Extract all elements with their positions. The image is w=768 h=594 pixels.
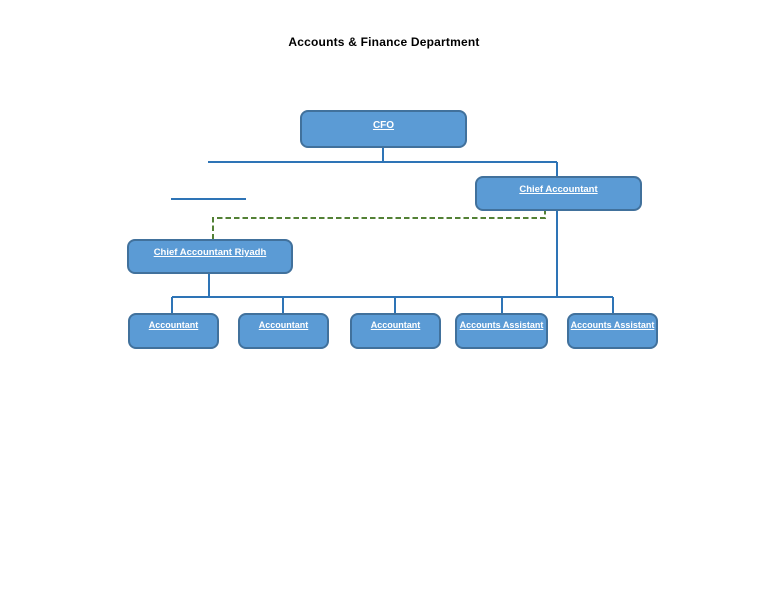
dashed-connector-group [212,209,546,240]
org-node-chief-accountant-label[interactable]: Chief Accountant [519,184,598,195]
org-node-accountant-1[interactable]: Accountant [128,313,219,349]
dashed-connector [212,209,546,240]
org-node-chief-accountant[interactable]: Chief Accountant [475,176,642,211]
org-node-accounts-assistant-2[interactable]: Accounts Assistant [567,313,658,349]
org-node-accountant-2[interactable]: Accountant [238,313,329,349]
org-node-accountant-2-label[interactable]: Accountant [258,320,309,330]
org-node-accountant-1-label[interactable]: Accountant [148,320,199,330]
org-node-accounts-assistant-1[interactable]: Accounts Assistant [455,313,548,349]
org-node-cfo-label[interactable]: CFO [372,120,395,131]
solid-connectors [171,146,614,314]
org-node-accounts-assistant-1-label[interactable]: Accounts Assistant [459,320,544,330]
org-node-chief-accountant-riyadh-label[interactable]: Chief Accountant Riyadh [153,247,267,258]
org-node-accountant-3[interactable]: Accountant [350,313,441,349]
org-node-cfo[interactable]: CFO [300,110,467,148]
org-node-accounts-assistant-2-label[interactable]: Accounts Assistant [570,320,655,330]
page-title: Accounts & Finance Department [288,35,480,49]
org-node-chief-accountant-riyadh[interactable]: Chief Accountant Riyadh [127,239,293,274]
org-node-accountant-3-label[interactable]: Accountant [370,320,421,330]
